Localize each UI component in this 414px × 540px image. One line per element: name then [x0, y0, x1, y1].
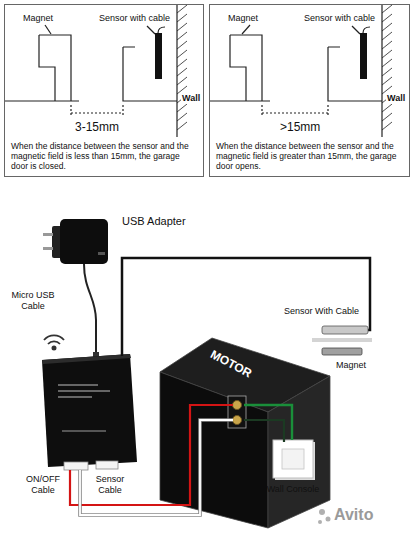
part-label: Sensor Cable: [90, 474, 130, 496]
watermark: Avito: [334, 505, 373, 524]
cable-port: [96, 461, 118, 469]
motor-right-face: [268, 376, 330, 528]
sensor-symbol: [322, 326, 368, 334]
sensor-illustration: [39, 35, 71, 101]
terminal: [233, 401, 242, 410]
wire-connector: [244, 405, 292, 440]
switch-plate: [273, 440, 313, 478]
part-label: Magnet: [336, 360, 366, 371]
sensor-illustration: [242, 25, 250, 34]
wifi-icon: [48, 341, 60, 344]
wall-strip: [312, 338, 372, 342]
controller-box: [58, 390, 110, 392]
sensor-illustration: [328, 47, 382, 101]
wall-label: Wall: [181, 93, 201, 104]
usb-adapter: [43, 233, 53, 236]
watermark-dots: [326, 517, 331, 522]
part-label: Micro USB Cable: [8, 290, 58, 312]
part-label: Sensor With Cable: [284, 306, 359, 317]
dimension: >15mm: [280, 120, 320, 134]
sensor-illustration: [155, 33, 162, 79]
on-off-wire-white: [80, 420, 233, 515]
sensor-illustration: [5, 100, 79, 101]
caption: When the distance between the sensor and…: [216, 141, 404, 172]
watermark-dots: [319, 509, 325, 515]
console-wire-dark: [244, 420, 284, 442]
sensor-illustration: [352, 26, 360, 34]
magnet-symbol: [322, 348, 362, 355]
magnet-symbol: [322, 348, 362, 355]
sensor-illustration: [230, 35, 262, 101]
dimension: 3-15mm: [75, 120, 119, 134]
console-wire-dark: [244, 420, 284, 442]
sensor-illustration: [360, 33, 367, 79]
caption: When the distance between the sensor and…: [11, 141, 199, 172]
micro-usb-cable: [84, 264, 96, 356]
wifi-icon: [52, 346, 55, 349]
usb-adapter: [60, 219, 108, 264]
micro-usb-cable: [84, 264, 99, 358]
sensor-illustration: [382, 5, 392, 130]
wall-label: Wall: [386, 93, 406, 104]
on-off-wire-white: [80, 420, 233, 515]
controller-box: [58, 396, 92, 398]
controller-box: [42, 354, 137, 467]
sensor-illustration: [123, 47, 177, 101]
sensor-illustration: [5, 5, 187, 137]
wifi-icon: [44, 335, 64, 349]
terminal: [233, 416, 242, 425]
switch-rocker: [282, 449, 304, 469]
sensor-illustration: [210, 5, 392, 137]
part-label: Magnet: [23, 13, 53, 24]
controller-box: [62, 430, 106, 432]
sensor-symbol: [322, 326, 368, 334]
motor-box: MOTOR: [155, 334, 335, 530]
watermark-dots: [318, 509, 331, 524]
part-label: USB Adapter: [122, 215, 186, 228]
sensor-illustration: [381, 5, 382, 137]
controller-box: [58, 384, 98, 386]
on-off-wire-white: [80, 420, 233, 515]
sensor-illustration: [147, 26, 155, 34]
part-label: Magnet: [228, 13, 258, 24]
cable-port: [64, 462, 88, 470]
sensor-illustration: [71, 105, 123, 117]
console-label: Wall Console: [262, 484, 324, 495]
usb-adapter: [43, 219, 108, 264]
terminal-plate: [228, 396, 246, 428]
cable-port: [64, 461, 118, 470]
sensor-illustration: [158, 27, 165, 33]
sensor-illustration: [363, 27, 370, 33]
usb-adapter: [98, 252, 105, 255]
part-label: Sensor with cable: [304, 13, 375, 24]
wifi-icon: [44, 335, 64, 340]
sensor-illustration: [176, 5, 177, 137]
sensor-illustration: [210, 100, 270, 101]
controller-box: [42, 354, 131, 364]
controller-box: [42, 354, 137, 467]
usb-adapter: [43, 247, 53, 250]
diagram-panel: Magnet Sensor with cableWall 3-15mmWhen th…: [4, 4, 204, 177]
diagram-panel: Magnet Sensor with cableWall >15mmWhen the…: [209, 4, 410, 177]
wall-strip: [312, 338, 372, 342]
part-label: ON/OFF Cable: [22, 474, 64, 496]
sensor-illustration: [45, 25, 51, 34]
sensor-illustration: [177, 5, 187, 130]
part-label: Sensor with cable: [99, 13, 170, 24]
wall-console: Wall Console: [262, 440, 324, 497]
sensor-illustration: [262, 105, 328, 117]
watermark-dots: [318, 520, 322, 524]
